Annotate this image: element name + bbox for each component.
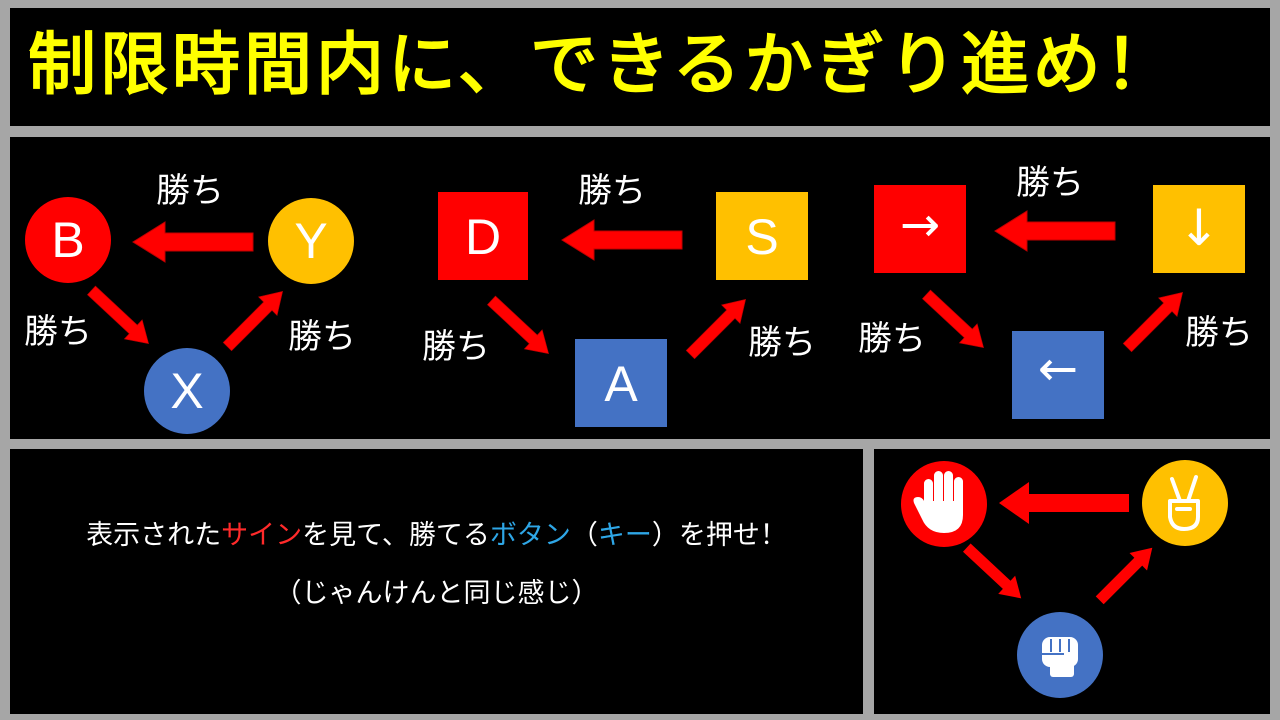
win-label: 勝ち — [1016, 163, 1084, 203]
win-label: 勝ち — [1185, 313, 1253, 353]
win-label: 勝ち — [156, 171, 224, 211]
instruction-text: ）を押せ！ — [651, 520, 787, 551]
right-arrow-square — [874, 185, 966, 273]
open-hand-icon — [901, 461, 987, 547]
b-label: B — [51, 212, 84, 268]
arrow-s-to-d — [561, 219, 683, 261]
hand-sign-diagram — [901, 460, 1228, 698]
right-arrow-key-label: → — [900, 197, 940, 253]
sign-highlight: サイン — [221, 520, 303, 551]
x-label: X — [170, 363, 203, 419]
arrow-right-to-left — [917, 284, 993, 358]
y-label: Y — [294, 213, 327, 269]
down-arrow-square — [1153, 185, 1245, 273]
left-arrow-key-label: ← — [1038, 341, 1078, 397]
arrow-left-to-down — [1117, 282, 1193, 358]
title-panel: 制限時間内に、できるかぎり進め！ — [10, 8, 1270, 126]
key-highlight: キー — [597, 520, 652, 551]
win-label: 勝ち — [748, 323, 816, 363]
instruction-text: （ — [570, 520, 598, 551]
win-label: 勝ち — [858, 319, 926, 359]
fist-icon — [1017, 612, 1103, 698]
d-square — [438, 192, 528, 280]
instruction-text: 表示された — [86, 520, 222, 551]
win-label: 勝ち — [422, 327, 490, 367]
left-arrow-square — [1012, 331, 1104, 419]
win-label: 勝ち — [578, 171, 646, 211]
x-circle — [144, 348, 230, 434]
a-square — [575, 339, 667, 427]
peace-hand-icon — [1142, 460, 1228, 546]
s-label: S — [745, 209, 778, 265]
arrow-x-to-y — [217, 281, 293, 357]
instruction-text: を見て、勝てる — [302, 520, 490, 551]
y-circle — [268, 198, 354, 284]
b-circle — [25, 197, 111, 283]
win-label: 勝ち — [24, 312, 92, 352]
arrow-paper-to-rock — [962, 543, 1022, 599]
s-square — [716, 192, 808, 280]
page-title: 制限時間内に、できるかぎり進め！ — [28, 26, 1177, 105]
arrow-down-to-right — [994, 210, 1116, 252]
instructions-panel: 表示されたサインを見て、勝てるボタン（キー）を押せ！ （じゃんけんと同じ感じ） — [10, 449, 863, 714]
arrow-rock-to-scissors — [1095, 547, 1153, 605]
instruction-line-2: （じゃんけんと同じ感じ） — [274, 578, 599, 609]
arrow-d-to-a — [482, 290, 558, 364]
hand-sign-panel — [874, 449, 1270, 714]
rules-diagram: B Y X D S A → ↓ ← — [25, 185, 1245, 434]
arrow-y-to-b — [132, 221, 254, 263]
win-label: 勝ち — [288, 317, 356, 357]
down-arrow-key-label: ↓ — [1178, 199, 1220, 257]
rules-diagram-panel: B Y X D S A → ↓ ← 勝ち 勝ち 勝ち 勝ち 勝ち 勝ち 勝ち 勝… — [10, 137, 1270, 439]
arrow-a-to-s — [680, 289, 756, 365]
d-label: D — [465, 209, 501, 265]
arrow-b-to-x — [82, 280, 158, 354]
arrow-scissors-to-paper — [999, 482, 1129, 524]
a-label: A — [604, 356, 638, 412]
instruction-line-1: 表示されたサインを見て、勝てるボタン（キー）を押せ！ — [10, 519, 863, 553]
button-highlight: ボタン — [489, 520, 571, 551]
